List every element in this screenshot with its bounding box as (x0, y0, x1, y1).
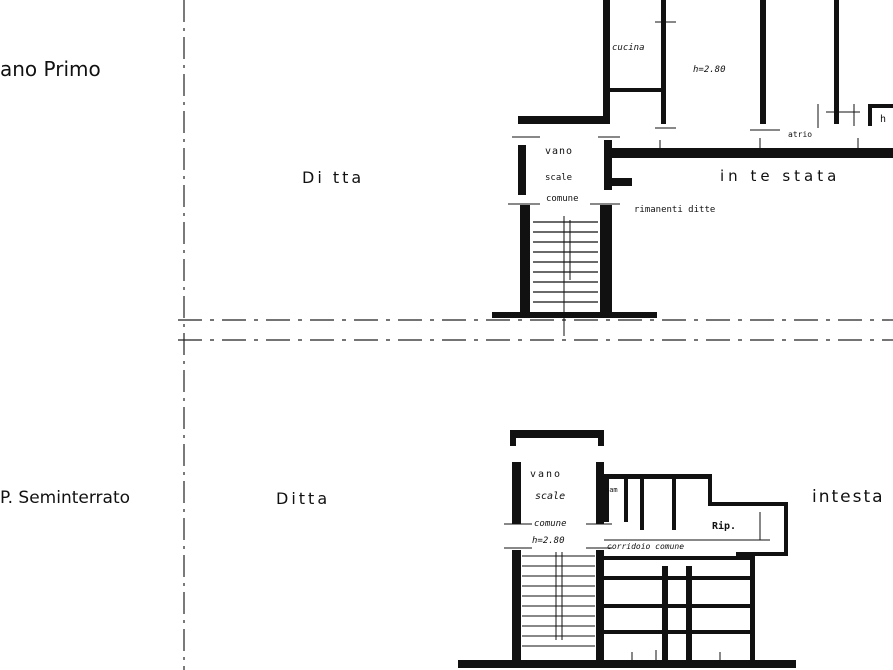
upper-left-owner-label: Di tta (302, 168, 364, 187)
upper-floor-plan (492, 0, 893, 336)
lower-floor-plan (458, 430, 796, 668)
upper-right-owner-label: in te stata (720, 167, 840, 185)
upper-stair-label-line3: comune (546, 194, 579, 204)
upper-stair-label-line1: vano (545, 146, 573, 157)
upper-h-mark: h (880, 114, 886, 125)
upper-stair-label-line2: scale (545, 173, 572, 183)
guide-lines (178, 0, 893, 670)
common-corridor-label: corridoio comune (607, 542, 684, 551)
upper-floor-title: ano Primo (0, 57, 101, 81)
lower-stair-label-line2: scale (535, 491, 565, 502)
lower-height-label: h=2.80 (532, 536, 565, 546)
atrio-label: atrio (788, 130, 812, 139)
upper-height-label: h=2.80 (693, 65, 726, 75)
lower-stair-label-line1: vano (530, 469, 562, 480)
lower-small-room-label: cam (605, 486, 618, 494)
lower-left-owner-label: Ditta (276, 489, 330, 508)
rip-label: Rip. (712, 520, 736, 532)
kitchen-label: cucina (612, 43, 645, 53)
lower-floor-title: P. Seminterrato (0, 488, 130, 508)
lower-stair-label-line3: comune (534, 519, 567, 529)
lower-right-owner-label: intesta (812, 487, 885, 507)
remaining-owners-label: rimanenti ditte (634, 205, 715, 215)
